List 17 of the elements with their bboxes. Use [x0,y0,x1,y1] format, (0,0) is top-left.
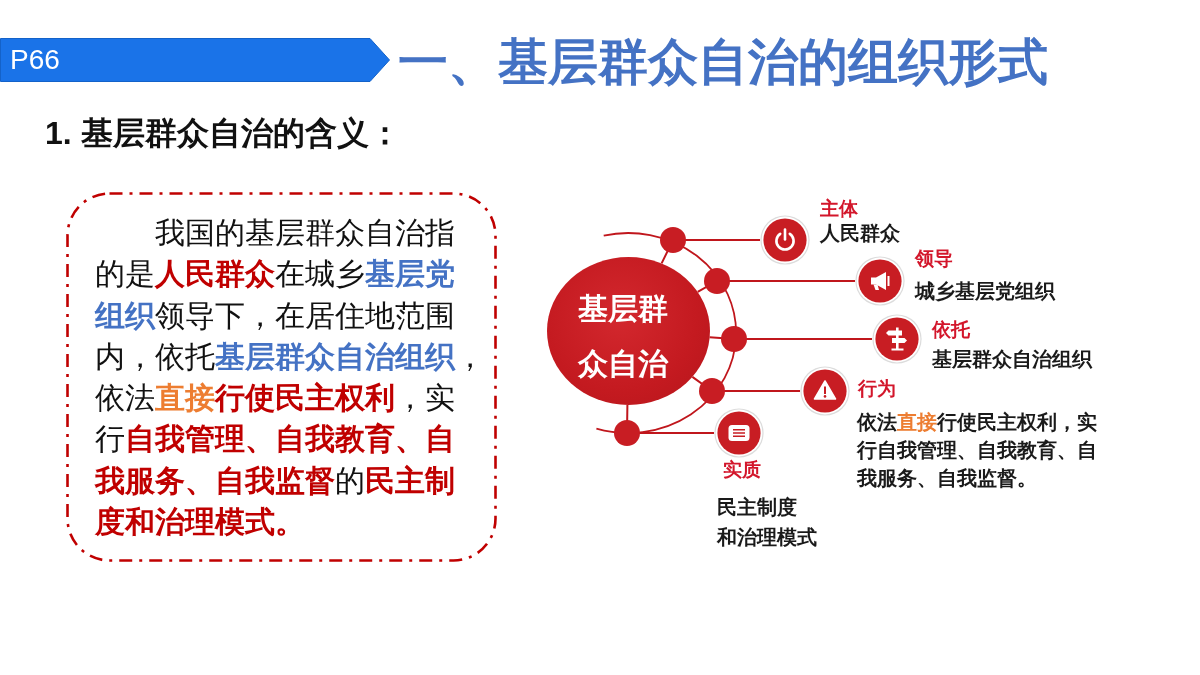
heading-label: 主体 [820,197,858,221]
section-heading: 1. 基层群众自治的含义： [45,114,401,152]
description-text: 民主制度和治理模式 [717,495,818,550]
arrow-banner [0,38,390,82]
hub-label: 基层群众自治 [577,290,669,382]
banner-label: P66 [10,43,60,77]
heading-label: 依托 [932,318,970,342]
description-text: 基层群众自治组织 [932,347,1092,371]
heading-label: 实质 [723,458,761,482]
dashed-panel [66,192,497,562]
slide-title: 一、基层群众自治的组织形式 [398,34,1048,90]
description-text: 依法直接行使民主权利，实行自我管理、自我教育、自我服务、自我监督。 [857,410,1098,491]
description-text: 城乡基层党组织 [915,279,1055,303]
heading-label: 领导 [915,247,953,271]
body-paragraph: 我国的基层群众自治指的是人民群众在城乡基层党组织领导下，在居住地范围内，依托基层群众自治组织，依法直接行使民主权利，实行自我管理、自我教育、自我服务、自我监督的民主制度和治理模式。 [95,215,486,541]
description-text: 人民群众 [820,221,900,245]
heading-label: 行为 [858,377,896,401]
